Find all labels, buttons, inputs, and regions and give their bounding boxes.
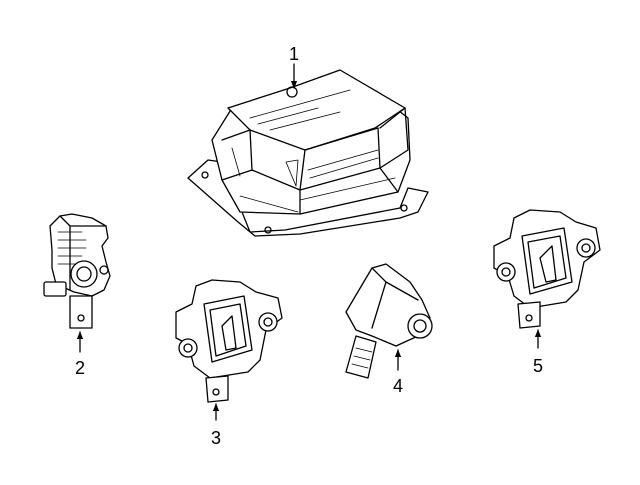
part-1-control-module [187, 69, 429, 237]
callout-3-label: 3 [211, 428, 221, 448]
part-5-impact-sensor [493, 209, 601, 329]
part-4-sensor [345, 263, 433, 379]
callout-5-label: 5 [533, 356, 543, 376]
callout-2-label: 2 [75, 358, 85, 378]
callout-4-label: 4 [393, 376, 403, 396]
part-2-impact-sensor [43, 213, 111, 329]
part-3-impact-sensor [175, 279, 283, 403]
callout-1-label: 1 [289, 44, 299, 64]
